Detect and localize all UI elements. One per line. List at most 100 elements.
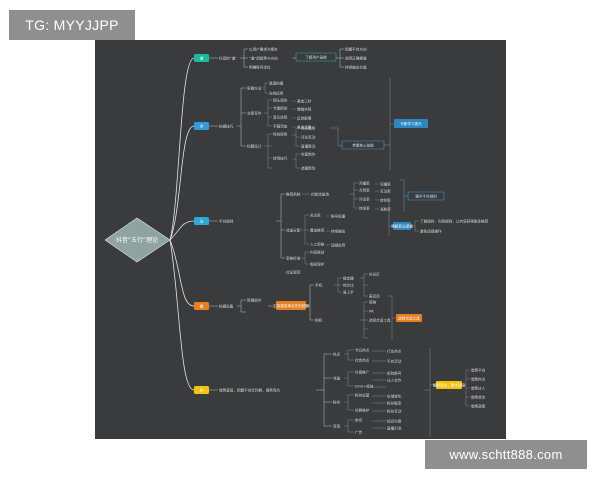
shu-item-5: 选题策划 bbox=[301, 165, 316, 170]
watermark-top: TG: MYYJJPP bbox=[9, 10, 135, 40]
shi-group-0-label: 热点 bbox=[333, 351, 341, 356]
fa-sub-3: 评论率 bbox=[359, 196, 370, 201]
branch-link-shi bbox=[169, 239, 195, 391]
shu-tip-0-label: 掌握核心技能 bbox=[352, 142, 374, 147]
dao-item-2: “道”即趋势与方向 bbox=[249, 55, 278, 60]
fa-sub-8: 内容原创 bbox=[310, 249, 325, 254]
shu-detail-5: 评论互动 bbox=[301, 134, 316, 139]
dao-extra-2: 持续输出价值 bbox=[345, 64, 367, 69]
shi-extra-1: 借势热点 bbox=[471, 376, 486, 381]
fa-sub-6: 叠加推荐 bbox=[310, 227, 325, 232]
shu-item-2: 文案写作 bbox=[247, 110, 262, 115]
branch-label-shi: 势 bbox=[200, 387, 204, 392]
fa-detail-3: 涨粉率 bbox=[380, 206, 391, 211]
shi-group-1-label: 流量 bbox=[333, 375, 341, 380]
fa-extra-1: 避免违规操作 bbox=[420, 228, 442, 233]
fa-extra-0: 了解规则，利用规则，让内容获得更多推荐 bbox=[420, 218, 489, 223]
fa-tip-1-label: 理解算法逻辑 bbox=[391, 223, 413, 228]
shi-group-0-row-2: 行业热点 bbox=[387, 348, 402, 353]
shi-group-2-row-1: 社群维护 bbox=[355, 407, 370, 412]
shi-group-2-row-2: 私域转化 bbox=[387, 393, 402, 398]
shi-group-1-row-3: 达人合作 bbox=[387, 377, 402, 382]
shi-group-2-row-4: 粉丝互动 bbox=[387, 408, 402, 413]
branch-link-fa bbox=[169, 220, 195, 241]
shi-group-0-row-3: 平台活动 bbox=[387, 358, 402, 363]
shi-group-2-row-0: 粉丝运营 bbox=[355, 392, 370, 397]
shu-detail-0: 黄金三秒 bbox=[297, 98, 312, 103]
dao-tip-1: 把握平台方向 bbox=[345, 46, 367, 51]
fa-detail-4: 账号权重 bbox=[331, 213, 346, 218]
branch-node-shi[interactable] bbox=[194, 386, 209, 394]
shu-detail-3: 悬念设置 bbox=[297, 124, 312, 129]
fa-tip-1[interactable] bbox=[393, 222, 411, 230]
dao-tip-0-label: 了解用户画像 bbox=[305, 54, 327, 59]
fa-sub-5: 关注率 bbox=[310, 212, 321, 217]
dao-extra-0: 明确账号定位 bbox=[249, 64, 271, 69]
shu-sub-2: 镜头语言 bbox=[273, 97, 288, 102]
fa-detail-5: 持续输出 bbox=[331, 228, 346, 233]
fa-sub-2: 点赞率 bbox=[359, 187, 370, 192]
branch-node-shu[interactable] bbox=[194, 122, 209, 130]
qi-item-0: 拍摄设备 bbox=[219, 303, 234, 308]
fa-tip-0-label: 遵守平台规则 bbox=[415, 193, 437, 198]
shi-extra-0: 借势平台 bbox=[471, 367, 486, 372]
qi-item-1: 剪辑软件 bbox=[247, 297, 262, 302]
branch-link-qi bbox=[169, 239, 195, 307]
dao-item-1: 以用户需求为根本 bbox=[249, 46, 278, 51]
shi-extra-4: 借势政策 bbox=[471, 403, 486, 408]
shu-detail-6: 直播联动 bbox=[301, 143, 316, 148]
shi-group-0-row-0: 节日热点 bbox=[355, 347, 370, 352]
branch-node-dao[interactable] bbox=[194, 54, 209, 62]
dao-item-0: 抖音的“道” bbox=[219, 55, 237, 60]
qi-detail-1: 易上手 bbox=[343, 289, 354, 294]
branch-link-shu bbox=[169, 125, 195, 241]
fa-sub-1: 完播率 bbox=[359, 180, 370, 185]
root-label: 抖音“五行”理论 bbox=[116, 236, 158, 244]
shu-item-0: 拍摄技巧 bbox=[219, 123, 234, 128]
shu-sub-0: 竖屏拍摄 bbox=[269, 80, 284, 85]
shi-group-2-label: 粉丝 bbox=[333, 399, 341, 404]
shi-group-3-row-0: 带货 bbox=[355, 417, 363, 422]
shu-item-3: 标题设计 bbox=[247, 143, 262, 148]
fa-detail-1: 互动率 bbox=[380, 188, 391, 193]
qi-tip-1[interactable] bbox=[396, 314, 422, 322]
qi-tip-1-label: 选择合适工具 bbox=[398, 315, 420, 320]
branch-label-qi: 器 bbox=[200, 304, 204, 308]
fa-item-1: 推荐机制 bbox=[286, 191, 301, 196]
shu-tip-1[interactable] bbox=[394, 119, 428, 128]
shi-group-0-row-1: 社会热点 bbox=[355, 357, 370, 362]
shi-tip-0-label: 顺势而为，事半功倍 bbox=[433, 382, 466, 387]
fa-sub-10: 社区规范 bbox=[286, 269, 301, 274]
shi-group-2-row-5: 直播引流 bbox=[387, 425, 402, 430]
qi-sub-6: PR bbox=[369, 309, 374, 313]
shu-detail-1: 情绪共鸣 bbox=[297, 106, 312, 111]
branch-node-fa[interactable] bbox=[194, 217, 209, 225]
fa-tip-0[interactable] bbox=[407, 191, 445, 201]
dao-extra-1: 选择正确赛道 bbox=[345, 55, 367, 60]
qi-tip-0[interactable] bbox=[276, 301, 306, 310]
branch-node-qi[interactable] bbox=[194, 302, 209, 310]
shu-detail-4: 热点借势 bbox=[301, 125, 316, 130]
qi-sub-5: 剪映 bbox=[369, 299, 377, 304]
branch-label-dao: 道 bbox=[200, 55, 204, 60]
shi-tip-0[interactable] bbox=[436, 381, 462, 389]
shu-item-1: 剪辑方法 bbox=[247, 85, 262, 90]
shu-sub-5: 字幕添加 bbox=[273, 123, 288, 128]
fa-sub-9: 版权保护 bbox=[310, 261, 325, 266]
shi-extra-3: 借势资本 bbox=[471, 394, 486, 399]
watermark-bottom: www.schtt888.com bbox=[425, 440, 587, 469]
branch-label-shu: 术 bbox=[200, 123, 204, 128]
dao-tip-0[interactable] bbox=[295, 52, 337, 62]
shi-group-3-label: 变现 bbox=[333, 423, 341, 428]
qi-sub-0: 手机 bbox=[315, 282, 323, 287]
qi-tip-0-label: 工欲善其事必先利其器 bbox=[273, 303, 309, 308]
qi-sub-2: 稳定器 bbox=[343, 275, 354, 280]
fa-item-4: 违规处罚 bbox=[331, 242, 346, 247]
branch-label-fa: 法 bbox=[200, 218, 204, 223]
shu-sub-4: 音乐选择 bbox=[273, 114, 288, 119]
shi-group-1-row-2: 矩阵账号 bbox=[387, 370, 402, 375]
qi-sub-3: 补光灯 bbox=[369, 271, 380, 276]
fa-item-0: 平台规则 bbox=[219, 218, 234, 223]
shu-detail-2: 反转剧情 bbox=[297, 115, 312, 120]
